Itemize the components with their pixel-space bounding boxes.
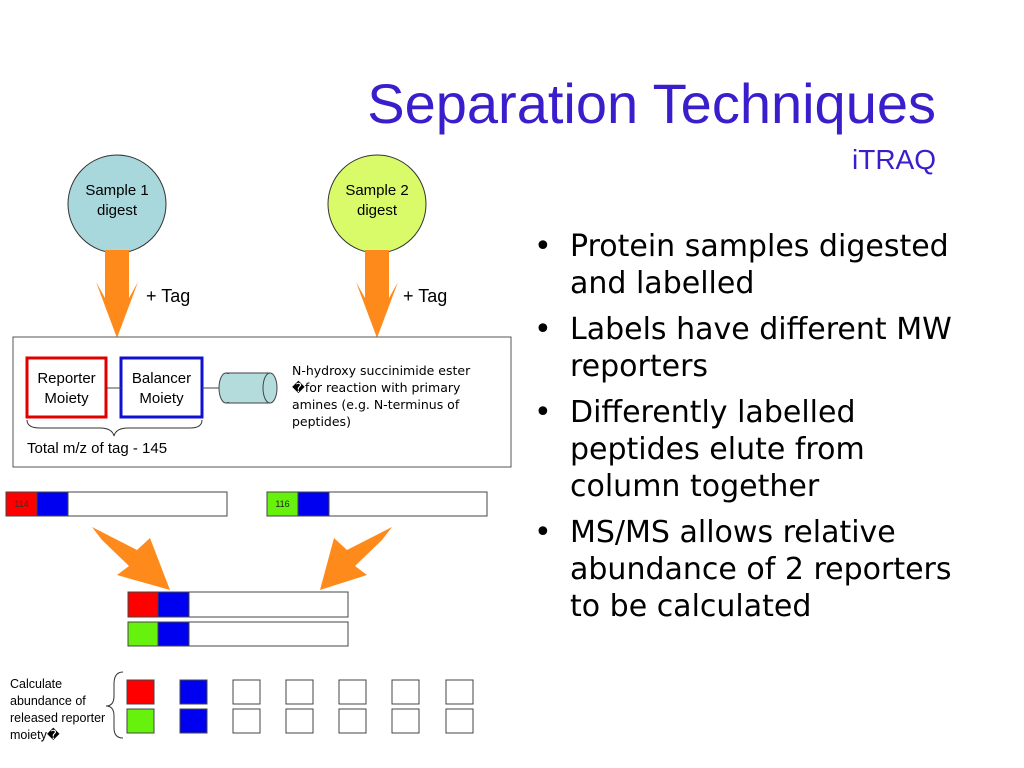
arrow-right-diagonal bbox=[320, 527, 392, 590]
balancer-line2: Moiety bbox=[139, 390, 184, 407]
released-green-reporter bbox=[126, 708, 155, 734]
reporter-line2: Moiety bbox=[44, 390, 89, 407]
combined-green-balancer bbox=[157, 621, 190, 647]
bullet-list: Protein samples digested and labelled La… bbox=[532, 228, 962, 634]
balancer-line1: Balancer bbox=[131, 370, 192, 387]
bullet-item: Labels have different MW reporters bbox=[532, 311, 962, 385]
fragment-box bbox=[232, 708, 261, 734]
tag-left-label: + Tag bbox=[146, 286, 191, 306]
peptide-left-label: 114 bbox=[14, 499, 29, 509]
fragment-box bbox=[338, 679, 367, 705]
total-mz-label: Total m/z of tag - 145 bbox=[27, 440, 168, 457]
ester-cylinder-right bbox=[262, 372, 278, 404]
combined-red-reporter bbox=[127, 591, 159, 618]
combined-green-reporter bbox=[127, 621, 159, 647]
fragment-box bbox=[285, 708, 314, 734]
peptide-right-balancer bbox=[297, 491, 330, 517]
bullet-item: Differently labelled peptides elute from… bbox=[532, 394, 962, 505]
peptide-left-chain bbox=[67, 491, 228, 517]
combined-red-chain bbox=[188, 591, 349, 618]
tag-right-label: + Tag bbox=[403, 286, 448, 306]
arrow-left-down bbox=[96, 250, 138, 338]
fragment-box bbox=[285, 679, 314, 705]
released-blue-balancer-1 bbox=[179, 679, 208, 705]
reporter-line1: Reporter bbox=[37, 370, 96, 387]
sample1-line2: digest bbox=[96, 202, 138, 219]
sample1-line1: Sample 1 bbox=[85, 182, 149, 199]
bullet-item: MS/MS allows relative abundance of 2 rep… bbox=[532, 514, 962, 625]
peptide-left-balancer bbox=[36, 491, 69, 517]
bullet-item: Protein samples digested and labelled bbox=[532, 228, 962, 302]
released-red-reporter bbox=[126, 679, 155, 705]
sample1-label: Sample 1 digest bbox=[68, 181, 166, 221]
sample2-label: Sample 2 digest bbox=[328, 181, 426, 221]
reporter-label: Reporter Moiety bbox=[28, 369, 105, 409]
peptide-right-reporter bbox=[266, 491, 299, 517]
slide-title: Separation Techniques bbox=[367, 72, 936, 135]
total-brace bbox=[26, 419, 203, 437]
calculate-abundance-text: Calculate abundance of released reporter… bbox=[10, 677, 106, 742]
combined-red-balancer bbox=[157, 591, 190, 618]
released-brace bbox=[105, 671, 124, 739]
fragment-box bbox=[338, 708, 367, 734]
fragment-box bbox=[445, 708, 474, 734]
ester-description: N-hydroxy succinimide ester �for reactio… bbox=[292, 363, 471, 429]
released-blue-balancer-2 bbox=[179, 708, 208, 734]
slide-subtitle: iTRAQ bbox=[852, 144, 936, 175]
peptide-right-label: 116 bbox=[275, 499, 290, 509]
sample2-line1: Sample 2 bbox=[345, 182, 409, 199]
peptide-right-chain bbox=[328, 491, 488, 517]
fragment-box bbox=[445, 679, 474, 705]
arrow-right-down bbox=[356, 250, 398, 338]
balancer-label: Balancer Moiety bbox=[122, 369, 201, 409]
combined-green-chain bbox=[188, 621, 349, 647]
arrow-left-diagonal bbox=[92, 527, 170, 590]
fragment-box bbox=[232, 679, 261, 705]
peptide-fragments bbox=[232, 679, 474, 734]
sample2-line2: digest bbox=[356, 202, 398, 219]
fragment-box bbox=[391, 708, 420, 734]
fragment-box bbox=[391, 679, 420, 705]
